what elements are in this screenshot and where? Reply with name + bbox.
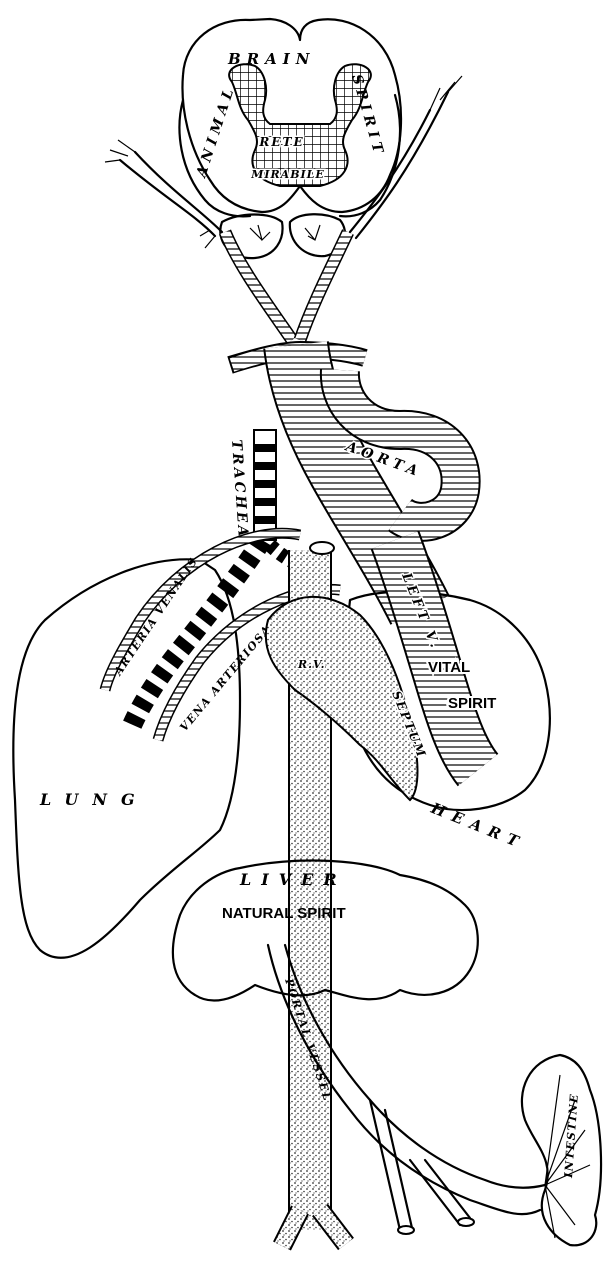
vena-cava: SEPTUM R.V. <box>264 541 430 1251</box>
vital-label: VITAL <box>428 659 470 676</box>
intestine: INTESTINE <box>520 1053 603 1247</box>
liver: LIVER NATURAL SPIRIT <box>171 859 479 1002</box>
arteria-venalis-label: ARTERIA VENALIS <box>111 555 200 679</box>
animal-label: ANIMAL <box>193 83 239 182</box>
lung: LUNG <box>12 558 242 959</box>
trachea-label: TRACHEA <box>228 439 251 540</box>
brain-label: BRAIN <box>227 50 316 68</box>
heart-label: HEART <box>428 799 529 854</box>
mirabile-label: MIRABILE <box>250 168 325 181</box>
natural-spirit-label: NATURAL SPIRIT <box>222 905 346 922</box>
intestine-label: INTESTINE <box>562 1093 581 1180</box>
rete-mirabile <box>228 63 372 187</box>
right-ventricle-label: R.V. <box>297 658 325 671</box>
carotid-arteries <box>104 75 463 344</box>
rete-label: RETE <box>258 135 304 149</box>
liver-label: LIVER <box>239 870 347 889</box>
spirit-heart-label: SPIRIT <box>448 695 496 712</box>
lung-label: LUNG <box>39 790 149 809</box>
